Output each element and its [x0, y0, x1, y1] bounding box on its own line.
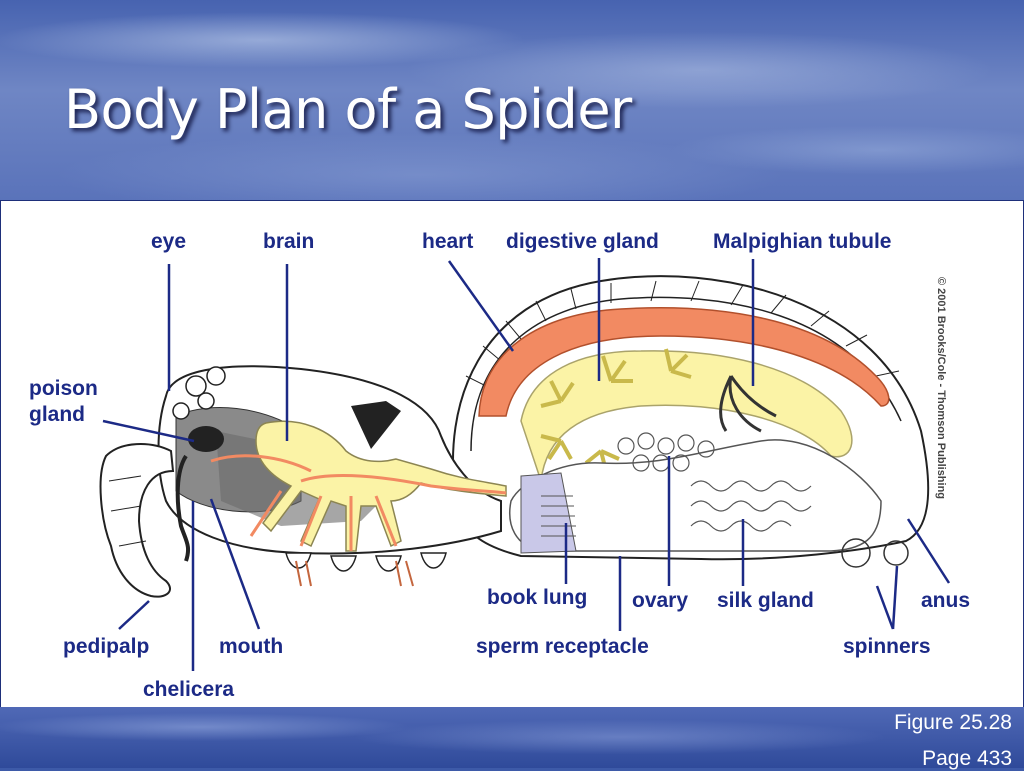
copyright-notice: © 2001 Brooks/Cole - Thomson Publishing: [935, 277, 947, 500]
label-malpighian-tubule: Malpighian tubule: [713, 230, 892, 253]
slide-title: Body Plan of a Spider: [64, 78, 632, 141]
label-digestive-gland: digestive gland: [506, 230, 659, 253]
label-ovary: ovary: [632, 589, 689, 612]
label-heart: heart: [422, 230, 474, 253]
label-eye: eye: [151, 230, 187, 253]
cephalothorax: [157, 365, 507, 587]
page-reference: Page 433: [922, 747, 1012, 770]
header-sky-background: [0, 0, 1024, 200]
label-poison-gland-line2: gland: [29, 403, 85, 426]
label-pedipalp: pedipalp: [63, 635, 150, 658]
abdomen: [452, 275, 930, 568]
leader-lines: [102, 258, 951, 671]
label-book-lung: book lung: [487, 586, 588, 609]
footer-sky-background: Figure 25.28 Page 433: [0, 707, 1024, 770]
spider-body-plan-illustration: [99, 258, 951, 671]
label-chelicera: chelicera: [143, 678, 235, 701]
label-brain: brain: [263, 230, 315, 253]
label-poison-gland-line1: poison: [29, 377, 98, 400]
heart-organ: [478, 307, 890, 417]
label-spinners: spinners: [843, 635, 931, 658]
diagram-panel: eye brain heart digestive gland Malpighi…: [0, 200, 1024, 708]
label-mouth: mouth: [219, 635, 284, 658]
book-lung-organ: [520, 472, 577, 554]
figure-reference: Figure 25.28: [894, 711, 1012, 734]
label-anus: anus: [921, 589, 971, 612]
pedipalp-and-chelicera: [99, 443, 191, 598]
poison-gland-organ: [188, 426, 224, 452]
label-silk-gland: silk gland: [717, 589, 814, 612]
label-sperm-receptacle: sperm receptacle: [476, 635, 649, 658]
